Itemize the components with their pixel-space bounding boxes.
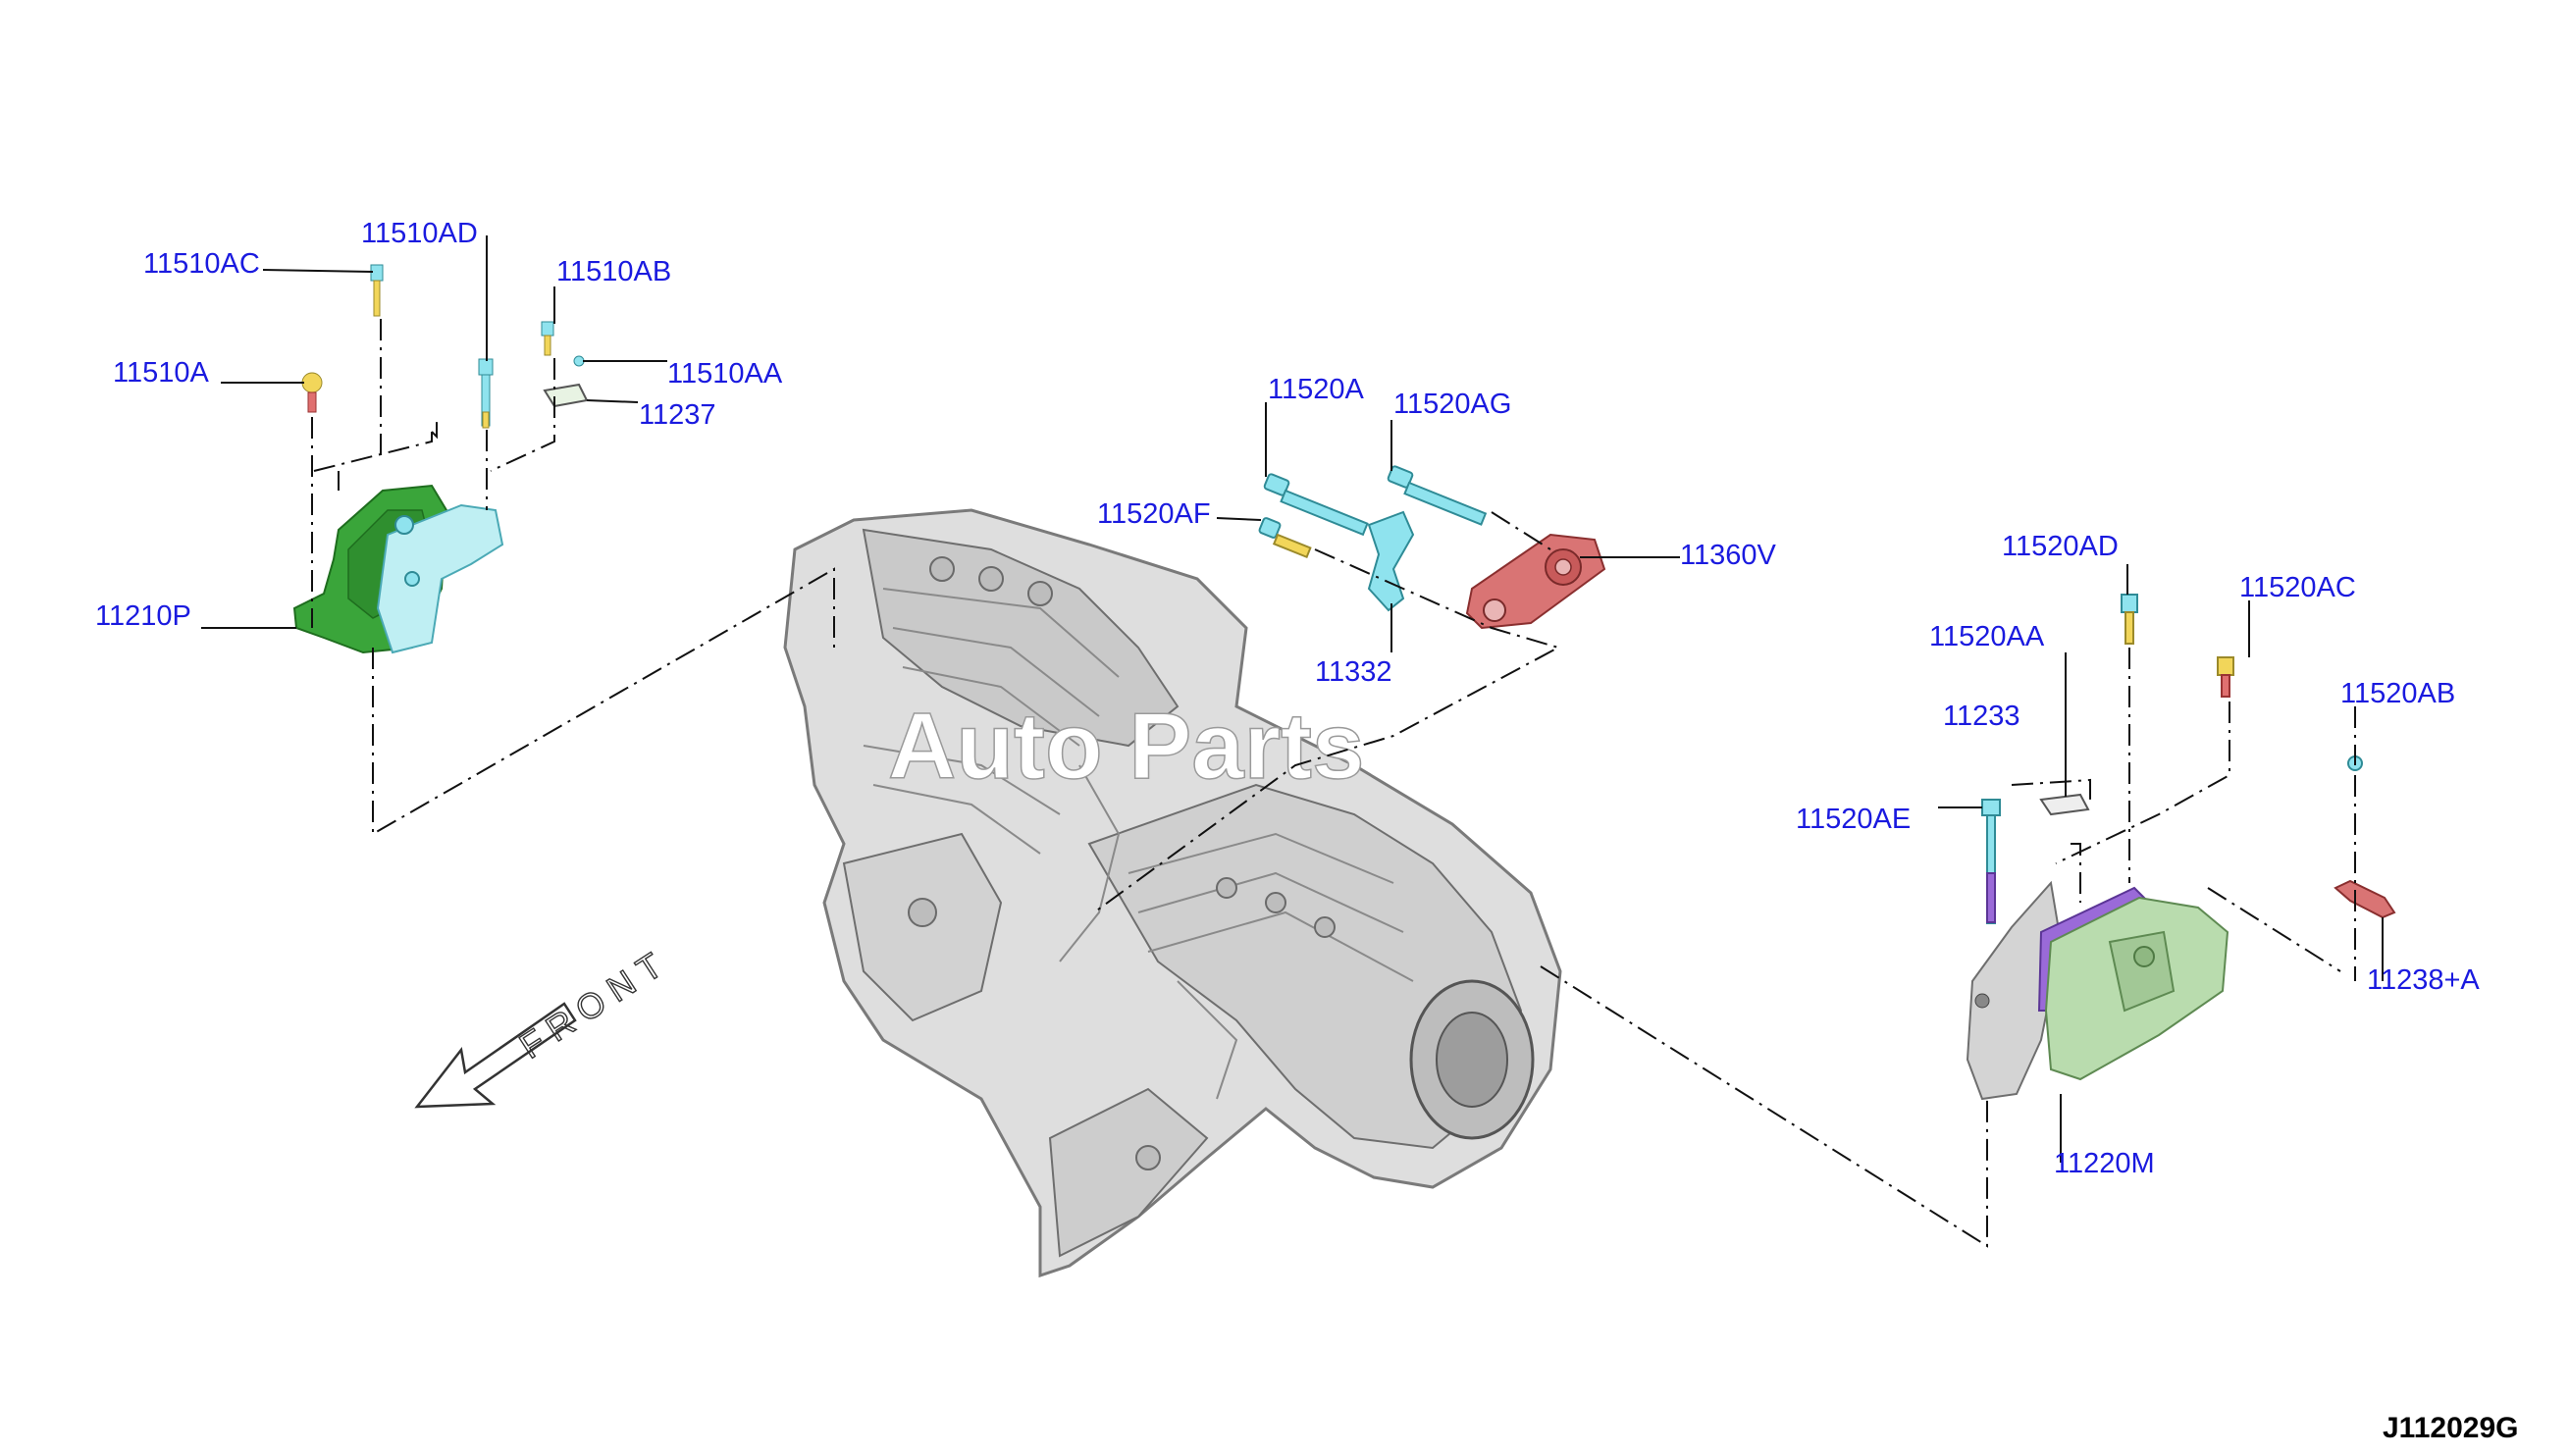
callout-11510AA[interactable]: 11510AA xyxy=(667,358,783,390)
callout-11510AD[interactable]: 11510AD xyxy=(361,218,478,249)
callout-11520AC[interactable]: 11520AC xyxy=(2239,572,2356,603)
right-mount-group xyxy=(1540,564,2396,1248)
callout-11210P[interactable]: 11210P xyxy=(95,600,191,632)
callout-11520AF[interactable]: 11520AF xyxy=(1097,498,1211,530)
bolt-11520AE[interactable] xyxy=(1981,799,2001,924)
engine-transmission-assembly xyxy=(783,508,1562,1278)
callout-11520A[interactable]: 11520A xyxy=(1268,374,1364,405)
callout-11332[interactable]: 11332 xyxy=(1315,656,1392,688)
bolt-11520AD[interactable] xyxy=(2121,594,2138,645)
bolt-11510AB[interactable] xyxy=(541,321,554,356)
front-label: FRONT xyxy=(512,940,677,1066)
callout-11520AB[interactable]: 11520AB xyxy=(2340,678,2455,709)
bracket-11237[interactable] xyxy=(543,383,589,408)
front-direction-indicator: FRONT xyxy=(414,939,678,1109)
callout-11520AG[interactable]: 11520AG xyxy=(1393,389,1511,420)
callout-11510AB[interactable]: 11510AB xyxy=(556,256,671,287)
front-arrow-icon xyxy=(414,1002,577,1109)
clip-11510AA[interactable] xyxy=(573,355,585,367)
bolt-11520A[interactable] xyxy=(1263,473,1369,537)
callout-11237[interactable]: 11237 xyxy=(639,399,716,431)
callout-11520AD[interactable]: 11520AD xyxy=(2002,531,2119,562)
bolt-11520AC[interactable] xyxy=(2217,656,2234,698)
callout-11520AA[interactable]: 11520AA xyxy=(1929,621,2045,652)
watermark-text: Auto Parts xyxy=(888,694,1364,799)
callout-11510A[interactable]: 11510A xyxy=(113,357,209,389)
figure-code: J112029G xyxy=(2383,1412,2518,1444)
bolt-11510AD-b[interactable] xyxy=(478,358,494,429)
callout-11233[interactable]: 11233 xyxy=(1943,701,2020,732)
callout-11510AC[interactable]: 11510AC xyxy=(143,248,260,280)
bracket-11332[interactable] xyxy=(1367,510,1415,612)
right-engine-mount-11220M[interactable] xyxy=(1966,880,2229,1101)
bolt-11520AG[interactable] xyxy=(1387,465,1488,526)
bracket-11233[interactable] xyxy=(2039,793,2090,816)
rear-mount-group xyxy=(1093,402,1680,913)
callout-11238A[interactable]: 11238+A xyxy=(2367,964,2480,996)
rear-mount-11360V[interactable] xyxy=(1465,533,1606,630)
callout-labels: 11510AC 11510AD 11510AB 11510A 11510AA 1… xyxy=(95,218,2480,1179)
bracket-11238A[interactable] xyxy=(2334,879,2396,919)
callout-11360V[interactable]: 11360V xyxy=(1680,540,1776,571)
left-engine-mount-11210P[interactable] xyxy=(292,484,504,654)
callout-11520AE[interactable]: 11520AE xyxy=(1796,804,1911,835)
bolt-11520AF[interactable] xyxy=(1258,517,1312,559)
left-mount-group xyxy=(201,235,835,836)
bolt-11510AD-a[interactable] xyxy=(370,264,384,317)
bolt-11510A[interactable] xyxy=(301,372,323,413)
callout-11220M[interactable]: 11220M xyxy=(2054,1148,2155,1179)
